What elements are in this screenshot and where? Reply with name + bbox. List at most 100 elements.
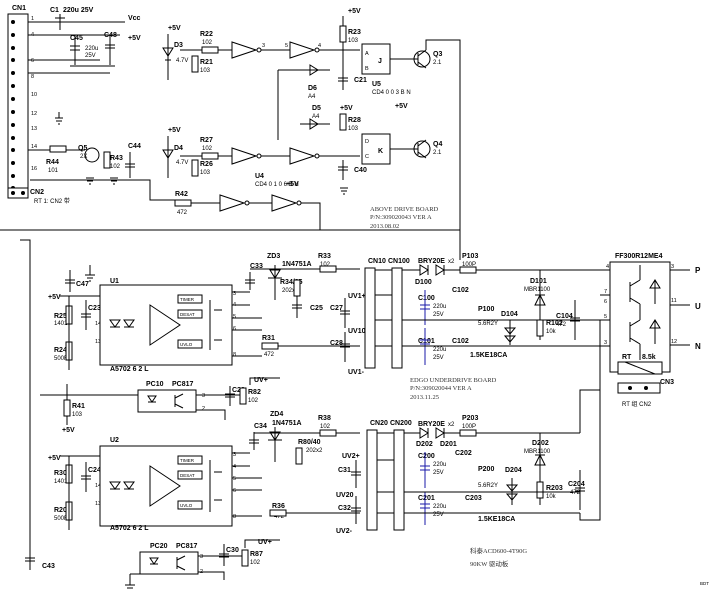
c45-voltage: 25V bbox=[85, 53, 96, 59]
board1-date: 2013.08.02 bbox=[370, 223, 399, 230]
cn3-note: RT 组 CN2 bbox=[622, 400, 652, 408]
r36-value: 472 bbox=[274, 514, 285, 520]
uv1m-label: UV1- bbox=[348, 369, 365, 376]
svg-text:11: 11 bbox=[671, 298, 677, 304]
c33-label: C33 bbox=[250, 263, 263, 270]
pc10-label: PC10 bbox=[146, 381, 164, 388]
cn1-label: CN1 bbox=[12, 5, 26, 12]
plus5v-r28: +5V bbox=[340, 105, 353, 112]
r203-value: 10k bbox=[546, 494, 557, 500]
c101-label: C101 bbox=[418, 338, 435, 345]
cn3-label: CN3 bbox=[660, 379, 674, 386]
p100-label: P100 bbox=[478, 306, 494, 313]
d3-label: D3 bbox=[174, 42, 183, 49]
d3-value: 4.7V bbox=[176, 58, 188, 64]
footer-line-2: 90KW 驱动板 bbox=[470, 559, 509, 568]
svg-text:TIMER: TIMER bbox=[180, 297, 195, 302]
r87-value: 102 bbox=[250, 560, 261, 566]
c23-label: C23 bbox=[88, 305, 101, 312]
d5-value: A4 bbox=[312, 114, 320, 120]
board1-title: ABOVE DRIVE BOARD bbox=[370, 206, 439, 213]
c200-value: 220u bbox=[433, 462, 446, 468]
u4-value: CD4 0 1 0 6 B N bbox=[255, 182, 299, 188]
board-1-notes: ABOVE DRIVE BOARD P/N:309020043 VER A 20… bbox=[370, 206, 439, 230]
c104-label: C104 bbox=[556, 313, 573, 320]
d104-label: D104 bbox=[501, 311, 518, 318]
uvp-upper: UV+ bbox=[254, 377, 268, 384]
c1-value: 220u 25V bbox=[63, 7, 94, 14]
svg-text:4: 4 bbox=[233, 464, 236, 470]
cn10-label: CN10 bbox=[368, 258, 386, 265]
svg-text:DESAT: DESAT bbox=[180, 473, 195, 478]
c101-voltage: 25V bbox=[433, 355, 444, 361]
r20-label: R20 bbox=[54, 507, 67, 514]
c40-label: C40 bbox=[354, 167, 367, 174]
plus5v-r23: +5V bbox=[348, 8, 361, 15]
r26-label: R26 bbox=[200, 161, 213, 168]
r43-label: R43 bbox=[110, 155, 123, 162]
r102-label: R102 bbox=[546, 320, 563, 327]
transistor-q3: Q3 2.1 bbox=[410, 39, 461, 230]
terminal-u: U bbox=[695, 302, 701, 311]
uvp-lower: UV+ bbox=[258, 539, 272, 546]
uv20-label: UV20 bbox=[336, 492, 354, 499]
c201-value: 220u bbox=[433, 504, 446, 510]
c200-voltage: 25V bbox=[433, 470, 444, 476]
cn1-pin-10: 10 bbox=[31, 92, 37, 98]
svg-text:8: 8 bbox=[233, 352, 236, 358]
plus5v-u1: +5V bbox=[48, 294, 61, 301]
p203-value: 100P bbox=[462, 424, 476, 430]
d204-label: D204 bbox=[505, 467, 522, 474]
pc20-label: PC20 bbox=[150, 543, 168, 550]
c204-label: C204 bbox=[568, 481, 585, 488]
svg-text:5: 5 bbox=[233, 314, 236, 320]
q3-label: Q3 bbox=[433, 51, 442, 58]
svg-text:D: D bbox=[365, 139, 369, 145]
r42-label: R42 bbox=[175, 191, 188, 198]
cn1-pin-6: 6 bbox=[31, 58, 34, 64]
cn1-pin-1: 1 bbox=[31, 16, 34, 22]
c203-label: C203 bbox=[465, 495, 482, 502]
c201-label: C201 bbox=[418, 495, 435, 502]
c27-label: C27 bbox=[330, 305, 343, 312]
r36-label: R36 bbox=[272, 503, 285, 510]
c47-label: C47 bbox=[76, 281, 89, 288]
svg-text:5: 5 bbox=[233, 476, 236, 482]
d6-value: A4 bbox=[308, 94, 316, 100]
r44-label: R44 bbox=[46, 159, 59, 166]
c45-value: 220u bbox=[85, 46, 98, 52]
driver-channel-upper: +5V C47 U1 R25 1401 C23 R24 500R 14 13 T… bbox=[48, 265, 262, 373]
power-supply-upper: BRY20E x2 D100 P103 100P C100 220u 25V C… bbox=[402, 253, 600, 365]
r82-value: 102 bbox=[248, 398, 259, 404]
input-channel-2: +5V D4 4.7V R27 102 R26 103 U4 CD4 0 1 0… bbox=[162, 127, 360, 188]
d4-label: D4 bbox=[174, 145, 183, 152]
capacitor-c43: C43 bbox=[25, 550, 55, 570]
connector-cn20: CN20 CN200 UV2+ UV20 UV2- C31 C32 bbox=[336, 420, 412, 535]
r20-value: 500R bbox=[54, 516, 69, 522]
d4-value: 4.7V bbox=[176, 160, 188, 166]
cn200-label: CN200 bbox=[390, 420, 412, 427]
c100-label: C100 bbox=[418, 295, 435, 302]
footer-notes: 科泰ACD600-4T90G 90KW 驱动板 BDT bbox=[470, 546, 709, 586]
resistor-r41: R41 103 +5V bbox=[62, 384, 85, 434]
r30-label: R30 bbox=[54, 470, 67, 477]
svg-text:3: 3 bbox=[604, 340, 607, 346]
c102-upper-b: C102 bbox=[452, 338, 469, 345]
fault-section: R44 101 Q5 2X R43 102 C44 R42 472 +5V bbox=[28, 143, 321, 230]
c100-value: 220u bbox=[433, 304, 446, 310]
cn20-label: CN20 bbox=[370, 420, 388, 427]
svg-text:3: 3 bbox=[262, 43, 265, 49]
p200-label: P200 bbox=[478, 466, 494, 473]
r28-label: R28 bbox=[348, 117, 361, 124]
r87-label: R87 bbox=[250, 551, 263, 558]
plus5v-label-top: +5V bbox=[128, 35, 141, 42]
board2-pn: P/N:309020044 VER A bbox=[410, 385, 472, 392]
svg-text:3: 3 bbox=[202, 393, 205, 399]
uv10-label: UV10 bbox=[348, 328, 366, 335]
r27-label: R27 bbox=[200, 137, 213, 144]
board2-date: 2013.11.25 bbox=[410, 394, 439, 401]
c100-voltage: 25V bbox=[433, 312, 444, 318]
c30-label: C30 bbox=[226, 547, 239, 554]
ff300-label: FF300R12ME4 bbox=[615, 253, 663, 260]
